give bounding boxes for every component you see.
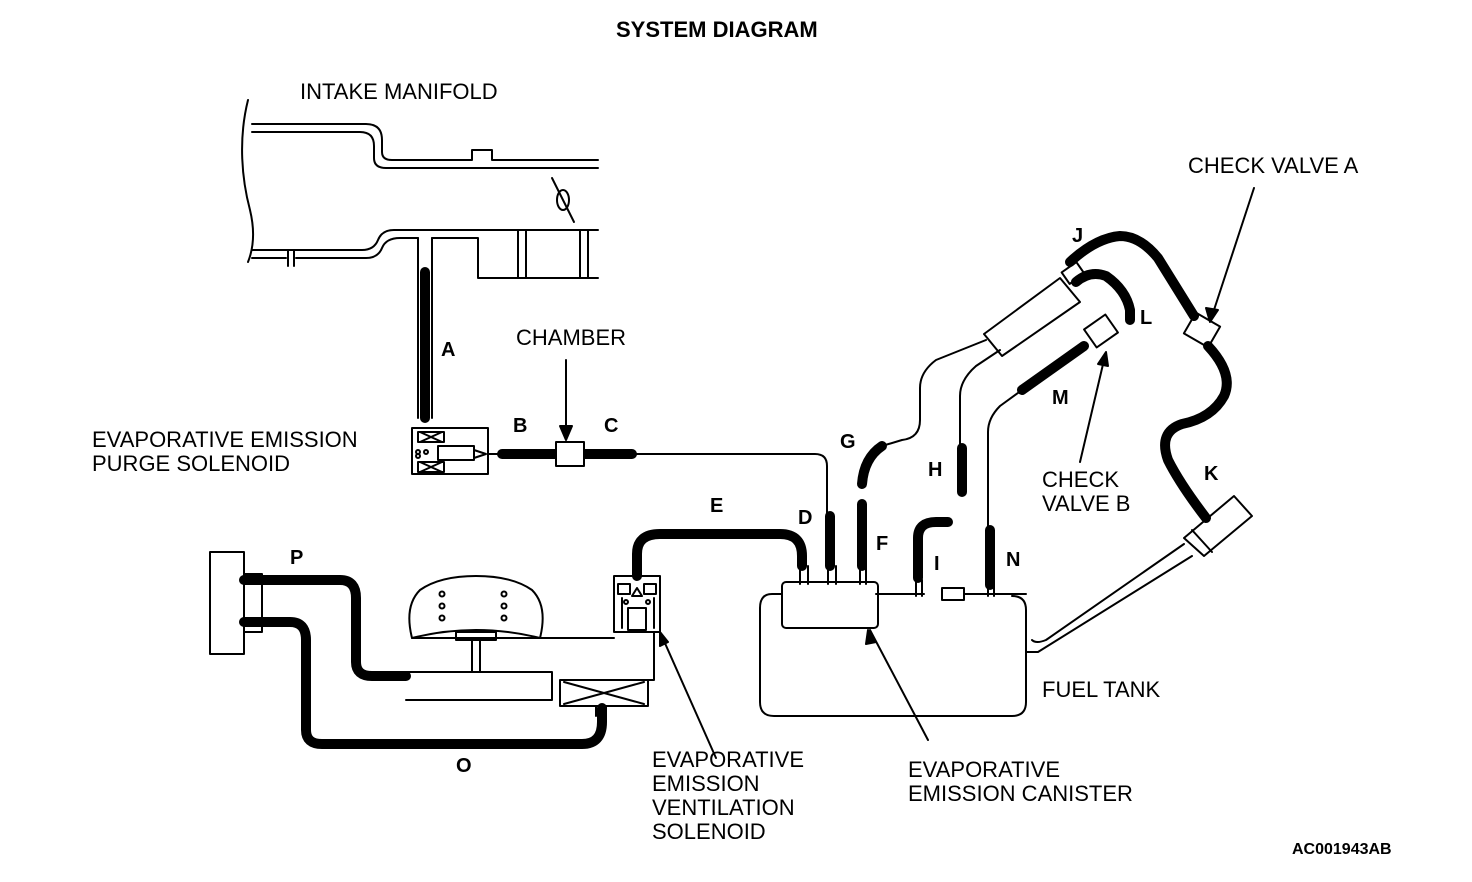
diagram-title: SYSTEM DIAGRAM xyxy=(616,17,818,42)
hose-o xyxy=(239,617,607,749)
label-check-valve-b-1: CHECK xyxy=(1042,467,1120,492)
hose-label-i: I xyxy=(934,553,940,575)
hose-j xyxy=(1065,231,1199,321)
label-purge-solenoid-2: PURGE SOLENOID xyxy=(92,451,291,476)
hose-label-e: E xyxy=(710,495,724,517)
canister xyxy=(781,565,929,741)
filler-neck xyxy=(1183,495,1253,557)
purge-solenoid xyxy=(411,427,503,475)
label-canister-1: EVAPORATIVE xyxy=(908,757,1061,782)
label-chamber: CHAMBER xyxy=(516,325,627,350)
label-fuel-tank: FUEL TANK xyxy=(1042,677,1161,702)
hose-label-c: C xyxy=(604,415,619,437)
check-valve-b xyxy=(1079,313,1119,463)
hose-label-n: N xyxy=(1006,549,1021,571)
label-ventilation-solenoid-3: VENTILATION xyxy=(652,795,795,820)
intake-manifold xyxy=(241,99,599,419)
rubber-hoses xyxy=(239,231,1232,749)
label-ventilation-solenoid-1: EVAPORATIVE xyxy=(652,747,805,772)
label-intake-manifold: INTAKE MANIFOLD xyxy=(300,79,498,104)
hose-label-b: B xyxy=(513,415,528,437)
hose-label-g: G xyxy=(840,431,856,453)
hose-m xyxy=(1017,341,1089,395)
label-canister-2: EMISSION CANISTER xyxy=(908,781,1133,806)
label-check-valve-a: CHECK VALVE A xyxy=(1188,153,1359,178)
air-box xyxy=(209,551,263,655)
label-ventilation-solenoid-4: SOLENOID xyxy=(652,819,766,844)
hose-p xyxy=(239,575,411,681)
hose-label-p: P xyxy=(290,547,304,569)
thin-lines xyxy=(631,339,1193,653)
hose-l xyxy=(1071,269,1135,325)
throttle-valve xyxy=(551,177,575,223)
hose-label-k: K xyxy=(1204,463,1219,485)
hose-label-l: L xyxy=(1140,307,1153,329)
label-check-valve-b-2: VALVE B xyxy=(1042,491,1131,516)
hose-label-h: H xyxy=(928,459,943,481)
check-valve-a xyxy=(1182,187,1255,349)
ventilation-solenoid xyxy=(613,575,717,759)
label-ventilation-solenoid-2: EMISSION xyxy=(652,771,760,796)
hose-label-o: O xyxy=(456,755,472,777)
hose-label-m: M xyxy=(1052,387,1069,409)
hose-label-f: F xyxy=(876,533,889,555)
hose-i xyxy=(913,517,953,583)
figure-code: AC001943AB xyxy=(1292,841,1392,858)
separator xyxy=(983,261,1086,357)
fuel-tank xyxy=(759,579,1027,717)
vent-filter xyxy=(405,575,655,717)
hose-k xyxy=(1160,341,1232,523)
hose-label-a: A xyxy=(441,339,456,361)
hose-label-j: J xyxy=(1072,225,1084,247)
hose-label-d: D xyxy=(798,507,813,529)
hose-g xyxy=(857,441,887,489)
label-purge-solenoid-1: EVAPORATIVE EMISSION xyxy=(92,427,358,452)
chamber xyxy=(549,359,591,467)
hose-e xyxy=(632,529,807,581)
